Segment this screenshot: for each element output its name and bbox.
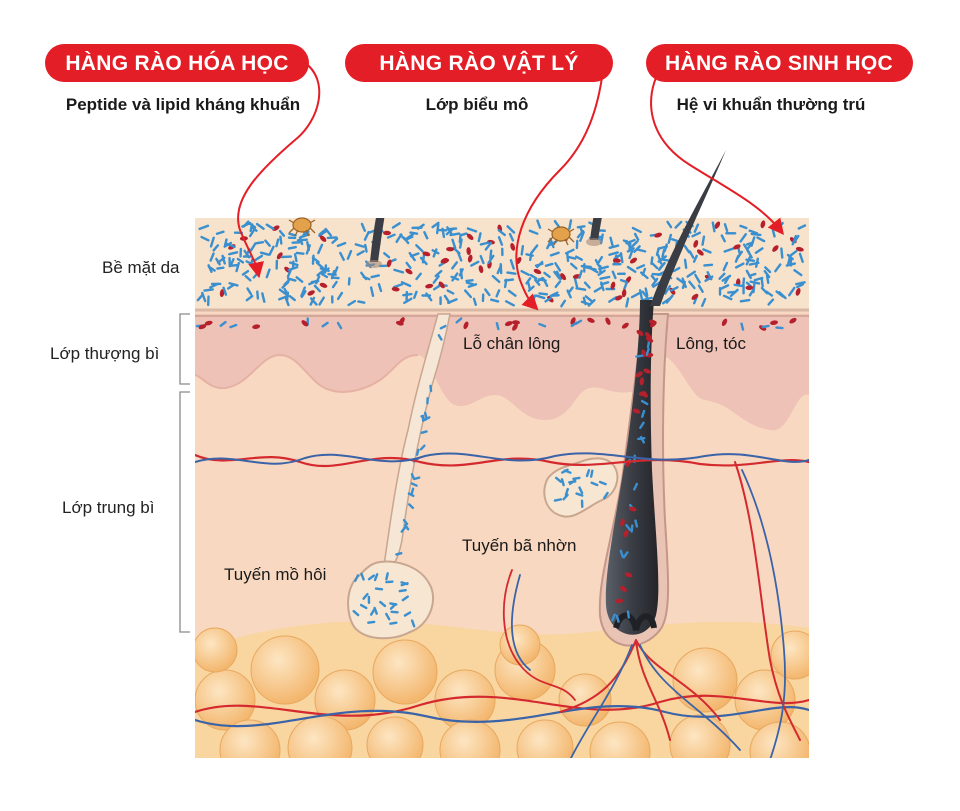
emerging-hair [650,150,726,306]
label-sebaceous-gland: Tuyến bã nhờn [462,536,576,555]
mite-1 [288,217,316,237]
gland-bacteria [352,324,609,628]
barrier-biological: HÀNG RÀO SINH HỌC Hệ vi khuẩn thường trú [646,44,913,114]
arrow-biological [650,61,785,235]
hair-shaft [605,300,659,635]
barrier-pill-biological [646,44,913,82]
barrier-subtitle-chemical: Peptide và lipid kháng khuẩn [66,95,300,114]
barrier-title-chemical: HÀNG RÀO HÓA HỌC [65,51,288,75]
barrier-pill-chemical [45,44,309,82]
barrier-subtitle-physical: Lớp biểu mô [426,95,529,114]
barrier-physical: HÀNG RÀO VẬT LÝ Lớp biểu mô [345,44,613,114]
barrier-title-biological: HÀNG RÀO SINH HỌC [665,52,893,75]
hair-bacteria [611,319,657,623]
label-epidermis: Lớp thượng bì [50,344,159,363]
label-dermis: Lớp trung bì [62,498,154,517]
barrier-arrows [237,61,785,311]
surface-hair-2 [590,218,602,240]
barrier-chemical: HÀNG RÀO HÓA HỌC Peptide và lipid kháng … [45,44,309,114]
label-hair: Lông, tóc [676,334,746,353]
mite-2 [547,226,575,246]
label-surface: Bề mặt da [102,258,180,277]
barrier-pill-physical [345,44,613,82]
fat-cells [195,624,809,758]
label-sweat-gland: Tuyến mồ hôi [224,565,326,584]
layer-brackets [179,313,190,633]
blood-vessels [195,452,809,758]
barrier-subtitle-biological: Hệ vi khuẩn thường trú [677,95,866,114]
sweat-gland [347,560,435,640]
label-pore: Lỗ chân lông [463,334,560,353]
arrow-chemical [237,61,321,279]
arrow-physical [515,61,605,311]
barrier-title-physical: HÀNG RÀO VẬT LÝ [379,51,578,75]
surface-hair-1 [370,218,385,262]
